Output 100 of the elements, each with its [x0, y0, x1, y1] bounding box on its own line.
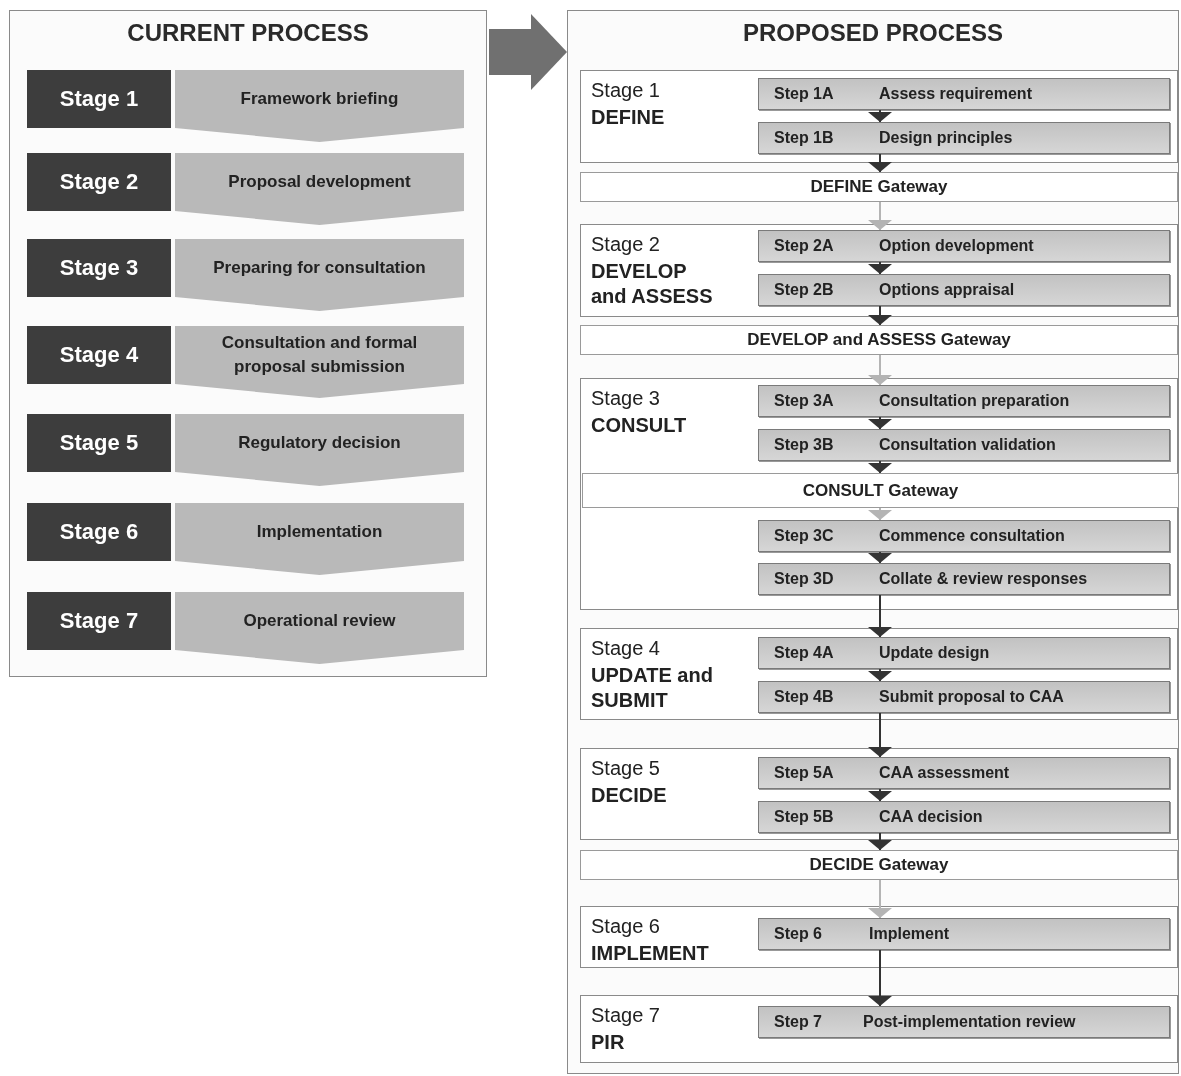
chevron-banner — [175, 153, 464, 225]
gateway-band — [580, 850, 1178, 880]
arrow — [868, 153, 892, 173]
stage-box — [580, 628, 1178, 720]
arrow — [868, 305, 892, 326]
gateway-band — [580, 172, 1178, 202]
process-panel — [9, 10, 487, 677]
stage-number: Stage 6 — [59, 519, 139, 545]
step-id: Step 6 — [774, 924, 822, 944]
step-id: Step 4B — [774, 687, 834, 707]
step-id: Step 3C — [774, 526, 834, 546]
panel-title: PROPOSED PROCESS — [741, 19, 1005, 47]
step-box — [758, 801, 1170, 833]
stage-name: DEFINE — [591, 105, 666, 130]
step-box — [758, 1006, 1170, 1038]
step-description: Collate & review responses — [879, 569, 1088, 589]
stage-number: Stage 7 — [59, 608, 139, 634]
gateway-band — [582, 473, 1179, 508]
arrow — [868, 109, 892, 123]
step-box — [758, 78, 1170, 110]
gateway-label: DEVELOP and ASSESS Gateway — [747, 330, 1011, 350]
gateway-band — [580, 325, 1178, 355]
arrow — [868, 788, 892, 802]
step-description: Submit proposal to CAA — [879, 687, 1064, 707]
step-description: Design principles — [879, 128, 1013, 148]
gateway-label: CONSULT Gateway — [802, 480, 959, 501]
stage-description: Regulatory decision — [238, 432, 401, 455]
step-description: Assess requirement — [879, 84, 1032, 104]
step-box — [758, 274, 1170, 306]
step-box — [758, 681, 1170, 713]
arrow — [868, 460, 892, 474]
stage-number: Stage 3 — [591, 387, 660, 410]
step-box — [758, 385, 1170, 417]
stage-number: Stage 2 — [59, 169, 139, 195]
stage-number: Stage 5 — [59, 430, 139, 456]
stage-number: Stage 7 — [591, 1004, 660, 1027]
step-description: Update design — [879, 643, 990, 663]
stage-number: Stage 1 — [59, 86, 139, 112]
stage-box — [580, 224, 1178, 317]
step-id: Step 7 — [774, 1012, 822, 1032]
step-box — [758, 122, 1170, 154]
stage-description: Proposal development — [228, 171, 411, 194]
arrow — [868, 551, 892, 564]
chevron-banner — [175, 70, 464, 142]
step-id: Step 4A — [774, 643, 834, 663]
stage-name: CONSULT — [591, 413, 688, 438]
arrow — [868, 832, 892, 851]
stage-label-box — [27, 326, 171, 384]
chevron-banner — [175, 503, 464, 575]
stage-box — [580, 995, 1178, 1063]
stage-number: Stage 2 — [591, 233, 660, 256]
stage-box — [580, 378, 1178, 610]
step-box — [758, 230, 1170, 262]
step-id: Step 3B — [774, 435, 834, 455]
arrow — [868, 879, 892, 919]
step-box — [758, 520, 1170, 552]
panel-title: CURRENT PROCESS — [126, 19, 370, 47]
process-panel — [567, 10, 1179, 1074]
stage-name: UPDATE and SUBMIT — [591, 663, 714, 713]
step-id: Step 5B — [774, 807, 834, 827]
stage-label-box — [27, 503, 171, 561]
stage-name: PIR — [591, 1030, 626, 1055]
arrow — [868, 594, 892, 638]
step-description: Options appraisal — [879, 280, 1015, 300]
stage-number: Stage 3 — [59, 255, 139, 281]
chevron-banner — [175, 239, 464, 311]
stage-label-box — [27, 70, 171, 128]
stage-description: Implementation — [256, 521, 383, 544]
stage-number: Stage 4 — [59, 342, 139, 368]
step-id: Step 2A — [774, 236, 834, 256]
step-description: Commence consultation — [879, 526, 1065, 546]
stage-box — [580, 748, 1178, 840]
arrow — [868, 507, 892, 521]
step-id: Step 3D — [774, 569, 834, 589]
step-box — [758, 429, 1170, 461]
step-box — [758, 918, 1170, 950]
stage-description: Operational review — [243, 610, 396, 633]
chevron-banner — [175, 592, 464, 664]
block-arrow — [489, 14, 567, 90]
step-description: Consultation preparation — [879, 391, 1070, 411]
step-box — [758, 563, 1170, 595]
step-id: Step 3A — [774, 391, 834, 411]
step-id: Step 1A — [774, 84, 834, 104]
stage-description: Consultation and formal proposal submission — [220, 332, 419, 378]
arrow — [868, 949, 892, 1007]
stage-number: Stage 6 — [591, 915, 660, 938]
step-box — [758, 757, 1170, 789]
stage-description: Framework briefing — [240, 88, 399, 111]
gateway-label: DEFINE Gateway — [810, 177, 948, 197]
stage-label-box — [27, 239, 171, 297]
step-description: Consultation validation — [879, 435, 1056, 455]
step-id: Step 2B — [774, 280, 834, 300]
arrow — [868, 261, 892, 275]
arrow — [868, 201, 892, 231]
stage-box — [580, 906, 1178, 968]
step-description: CAA decision — [879, 807, 983, 827]
stage-box — [580, 70, 1178, 163]
stage-name: DECIDE — [591, 783, 668, 808]
stage-number: Stage 1 — [591, 79, 660, 102]
chevron-banner — [175, 414, 464, 486]
